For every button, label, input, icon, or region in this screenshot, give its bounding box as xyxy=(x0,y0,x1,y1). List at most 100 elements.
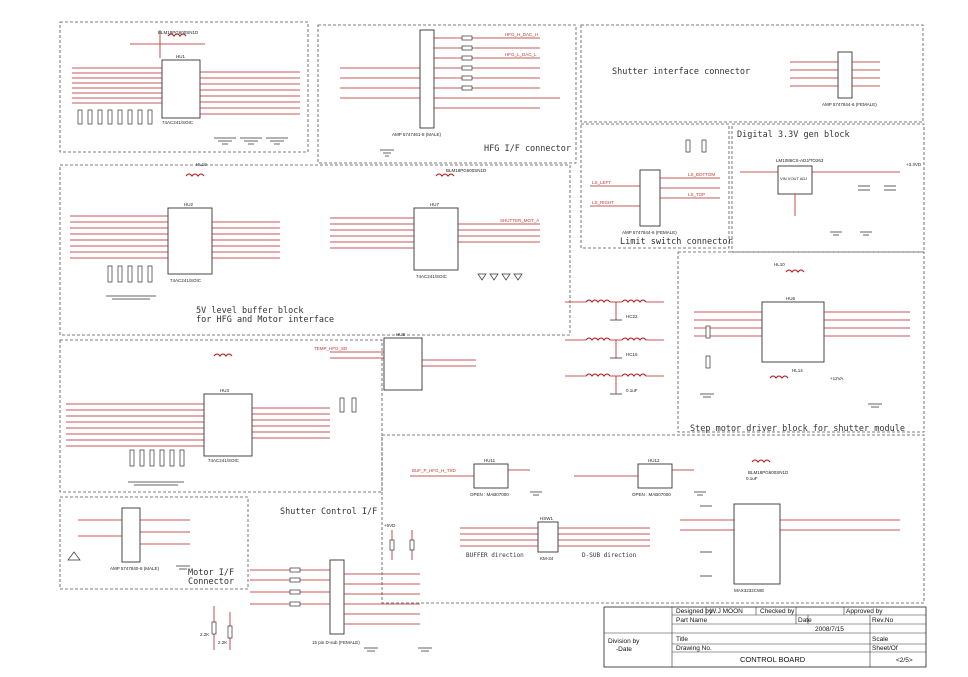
hu2-type: 74AC241/SOIC xyxy=(170,278,202,283)
hcon1-label: AMP 5747461-8 (MALE) xyxy=(392,132,441,137)
hfg-net-h: HFG_H_DAC_H xyxy=(505,32,538,37)
step-motor-title: Step motor driver block for shutter modu… xyxy=(690,424,905,434)
motor-if-title-1: Motor I/F xyxy=(188,568,234,578)
hu2-buffer-group: HL10 HU2 74AC241/SOIC xyxy=(70,162,280,300)
hu1-type: 74AC241/SOIC xyxy=(162,120,194,125)
hfg-net-l: HFG_L_DAC_L xyxy=(505,52,537,57)
u1-max3232 xyxy=(733,503,781,585)
rs232-net-buf: BUF_P_HFG_H_TXD xyxy=(412,468,457,473)
block-shutter-ctrl-buf xyxy=(59,339,383,493)
checked-by-label: Checked by xyxy=(760,608,795,615)
date-label: Date xyxy=(798,617,812,624)
hu7-ic xyxy=(413,207,459,271)
hu11-type: OPEN : MAB07000 xyxy=(470,492,509,497)
date-value: 2008/7/15 xyxy=(815,626,844,633)
shutter-control-title: Shutter Control I/F xyxy=(280,507,377,517)
block-outlines xyxy=(59,21,925,604)
hu3-type: 74AC241/SOIC xyxy=(208,458,240,463)
hcon1-connector xyxy=(419,29,435,129)
stepper-inductors-group: HC22 HC15 0.1uF xyxy=(565,299,664,395)
hu8-ic xyxy=(383,337,423,391)
rs232-group: HU11 OPEN : MAB07000 HU12 OPEN : MAB0700… xyxy=(410,458,900,593)
hsw1-label: HSW1 xyxy=(540,516,553,521)
hu9-pins: VIN VOUT ADJ xyxy=(780,176,807,181)
hu7-type: 74AC241/SOIC xyxy=(416,274,448,279)
hsw1-type: KM-34 xyxy=(540,556,554,561)
block-level-buffer xyxy=(59,164,571,336)
limit-switch-group: AMP 5747844-6 (FEMALE) LS_LEFT LS_RIGHT … xyxy=(590,139,720,235)
scale-label: Scale xyxy=(872,636,889,643)
hu11-ic xyxy=(473,463,509,489)
dsub-connector xyxy=(329,559,345,635)
hcon-limit-label: AMP 5747844-6 (FEMALE) xyxy=(622,230,677,235)
rs232-cap-val: 0.1uF xyxy=(746,476,758,481)
block-step-motor xyxy=(677,251,925,433)
hu11-label: HU11 xyxy=(484,458,496,463)
hu6-ic xyxy=(761,301,825,363)
hl2-label: HL10 xyxy=(196,162,207,167)
hc-cap-value: 0.1uF xyxy=(626,388,638,393)
limit-net-left: LS_LEFT xyxy=(592,180,611,185)
hu6-label: HU6 xyxy=(786,296,795,301)
level-buffer-title-1: 5V level buffer block xyxy=(196,306,303,316)
digital-gen-group: LM1086CS-ADJ/TO263 VIN VOUT ADJ +3.3VD xyxy=(740,158,922,236)
hr-value-b: 2.2K xyxy=(218,640,227,645)
digital-vcc: +3.3VD xyxy=(906,162,922,167)
shutter-connector-group: AMP 5747844-6 (FEMALE) xyxy=(790,51,880,107)
hl14-label: HL14 xyxy=(792,368,803,373)
rev-label: Rev.No xyxy=(872,617,894,624)
level-buffer-title-2: for HFG and Motor interface xyxy=(196,315,334,325)
dsub-label: 15 pin D-sub (FEMALE) xyxy=(312,640,360,645)
block-buffer-hu1 xyxy=(59,21,309,153)
hu8-group: HU8 TEMP_HFG_SD xyxy=(314,332,476,413)
block-dsub xyxy=(381,434,925,604)
hu3-buffer-group: HU3 74AC241/SOIC xyxy=(66,353,330,486)
hu9-regulator xyxy=(777,165,813,195)
block-shutter-interface xyxy=(580,24,924,123)
hu2-label: HU2 xyxy=(184,202,193,207)
division-label: Division by xyxy=(608,638,640,645)
hu7-net-motor: SHUTTER_MOT_A xyxy=(500,218,539,223)
step-motor-group: HL10 HU6 HL14 +12VA xyxy=(694,262,910,408)
sheet-label: Sheet/Of xyxy=(872,645,898,652)
bead-label-1: BLM18PG600SN1D xyxy=(158,30,199,35)
limit-net-top: LS_TOP xyxy=(688,192,705,197)
limit-switch-title: Limit switch connector xyxy=(620,237,733,247)
dsub-vcc: +5VD xyxy=(384,523,396,528)
hcon-limit xyxy=(639,169,661,227)
hfg-if-title: HFG I/F connector xyxy=(484,144,571,154)
hc-label-a: HC22 xyxy=(626,314,638,319)
bead-label-3: BLM18PG600SN1D xyxy=(748,470,789,475)
block-hfg-if xyxy=(317,24,577,164)
block-digital-gen xyxy=(731,123,925,253)
hcon-shutter-label: AMP 5747844-6 (FEMALE) xyxy=(822,102,877,107)
limit-net-right: LS_RIGHT xyxy=(592,200,614,205)
date-sub-label: -Date xyxy=(616,646,632,653)
hu7-label: HU7 xyxy=(430,202,439,207)
hu1-buffer-group: BLM18PG600SN1D HU1 74AC241/SOIC xyxy=(72,30,300,145)
hr-value-a: 2.2K xyxy=(200,632,209,637)
hu1-ic xyxy=(161,59,201,119)
hsw1-switch xyxy=(537,521,559,553)
hcon-shutter xyxy=(837,51,853,99)
hu8-net-temp: TEMP_HFG_SD xyxy=(314,346,348,351)
hcon-motor xyxy=(121,507,141,563)
block-limit-switch xyxy=(580,123,730,249)
hu7-buffer-group: BLM18PG600SN1D HU7 74AC241/SOIC SHUTTER_… xyxy=(330,168,540,281)
dsub-group: 15 pin D-sub (FEMALE) +5VD 2.2K 2.2K xyxy=(200,523,432,652)
motor-vcc: +12VA xyxy=(830,376,843,381)
hu9-label: LM1086CS-ADJ/TO263 xyxy=(776,158,824,163)
hfg-connector-group: AMP 5747461-8 (MALE) HFG_H_DAC_H HFG_L_D… xyxy=(340,29,560,157)
hc-label-b: HC15 xyxy=(626,352,638,357)
sheet-value: <2/5> xyxy=(896,657,913,664)
u1-type: MAX3232CWE xyxy=(734,588,764,593)
hu3-label: HU3 xyxy=(220,388,229,393)
digital-gen-title: Digital 3.3V gen block xyxy=(737,130,850,140)
motor-if-group: AMP 5747840-8 (MALE) xyxy=(67,507,190,571)
title-label: Title xyxy=(676,636,688,643)
approved-by-label: Approved by xyxy=(846,608,883,615)
hl10-label: HL10 xyxy=(774,262,785,267)
drawing-no-label: Drawing No. xyxy=(676,645,712,652)
hcon-motor-label: AMP 5747840-8 (MALE) xyxy=(110,566,159,571)
